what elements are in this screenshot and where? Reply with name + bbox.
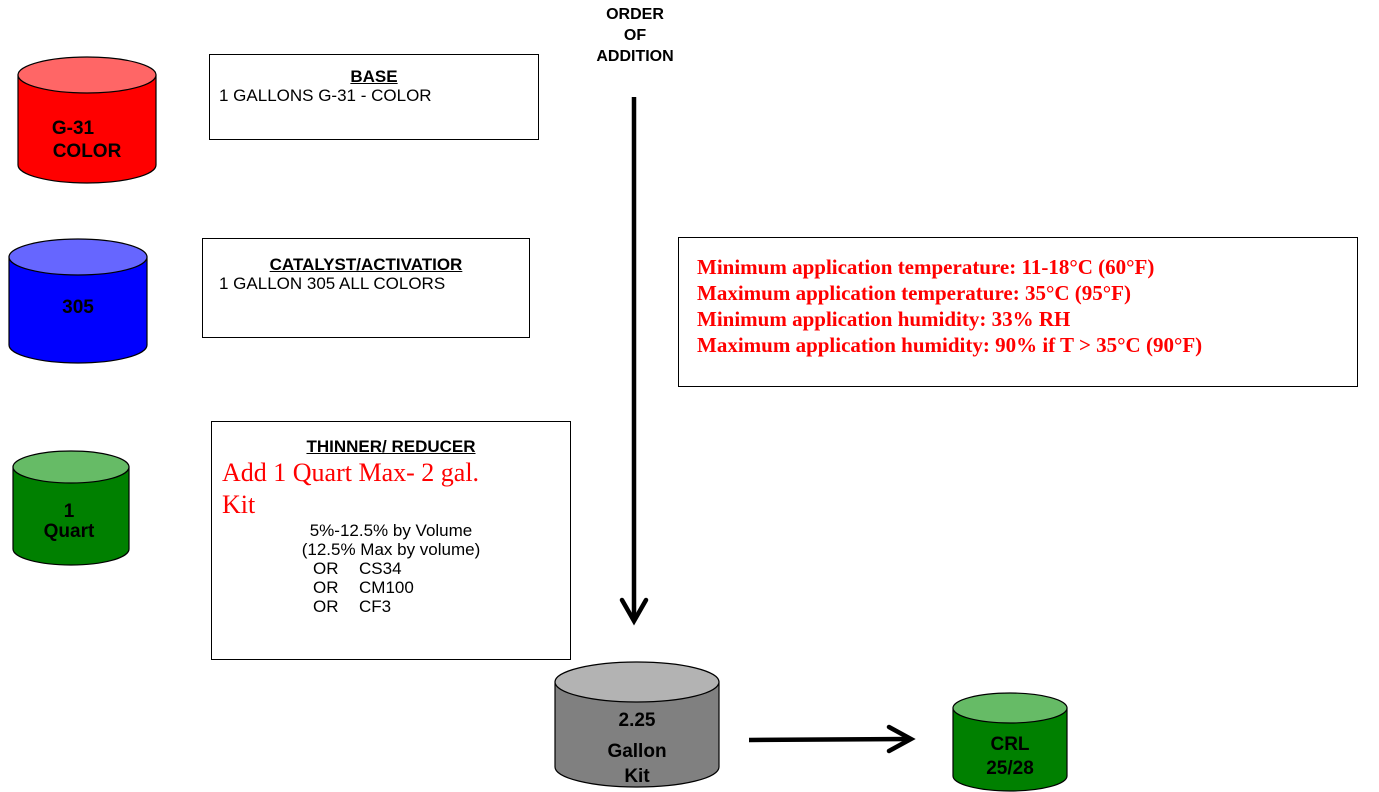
crl-cylinder-label-1: CRL xyxy=(990,734,1029,755)
order-label-line-3: ADDITION xyxy=(596,48,674,65)
condition-min-temperature: Minimum application temperature: 11-18°C… xyxy=(697,255,1155,279)
thinner-cylinder-label-2: Quart xyxy=(44,521,95,542)
catalyst-cylinder-label: 305 xyxy=(62,297,94,318)
thinner-option-row: OR CF3 xyxy=(212,597,570,616)
thinner-box: THINNER/ REDUCER Add 1 Quart Max- 2 gal.… xyxy=(211,421,571,660)
catalyst-cylinder: 305 xyxy=(8,238,148,364)
thinner-cylinder-top xyxy=(12,450,130,484)
kit-cylinder-top xyxy=(554,661,720,703)
catalyst-box-line: 1 GALLON 305 ALL COLORS xyxy=(219,274,446,293)
thinner-cylinder-body xyxy=(12,466,130,566)
order-label-line-1: ORDER xyxy=(606,6,664,23)
order-arrow xyxy=(619,97,649,626)
thinner-add-line-2: Kit xyxy=(222,490,256,519)
base-cylinder-top xyxy=(17,56,157,94)
catalyst-box-title: CATALYST/ACTIVATIOR xyxy=(269,255,463,274)
kit-cylinder: 2.25 Gallon Kit xyxy=(554,661,720,788)
kit-cylinder-label-2: Gallon xyxy=(607,741,666,762)
thinner-option-prefix: OR xyxy=(313,597,339,616)
thinner-option-value: CM100 xyxy=(359,578,414,597)
crl-cylinder-label-2: 25/28 xyxy=(986,758,1034,779)
condition-min-humidity: Minimum application humidity: 33% RH xyxy=(697,307,1071,331)
kit-to-crl-arrow-head xyxy=(886,724,916,754)
base-cylinder: G-31 COLOR xyxy=(17,56,157,184)
crl-cylinder-top xyxy=(952,692,1068,724)
order-label-line-2: OF xyxy=(623,27,647,44)
thinner-box-title: THINNER/ REDUCER xyxy=(306,437,476,456)
thinner-option-row: OR CM100 xyxy=(212,578,570,597)
catalyst-cylinder-body xyxy=(8,256,148,364)
condition-max-temperature: Maximum application temperature: 35°C (9… xyxy=(697,281,1132,305)
thinner-option-prefix: OR xyxy=(313,559,339,578)
kit-cylinder-body xyxy=(554,681,720,788)
catalyst-box: CATALYST/ACTIVATIOR 1 GALLON 305 ALL COL… xyxy=(202,238,530,338)
thinner-option-prefix: OR xyxy=(313,578,339,597)
thinner-max-line: (12.5% Max by volume) xyxy=(301,540,481,559)
application-conditions-box: Minimum application temperature: 11-18°C… xyxy=(678,237,1358,387)
kit-to-crl-arrow-shaft xyxy=(748,736,908,743)
thinner-option-row: OR CS34 xyxy=(212,559,570,578)
base-box-line: 1 GALLONS G-31 - COLOR xyxy=(219,86,432,105)
crl-cylinder-body xyxy=(952,707,1068,792)
catalyst-cylinder-top xyxy=(8,238,148,276)
order-arrow-head xyxy=(619,597,649,626)
base-cylinder-body xyxy=(17,74,157,184)
thinner-add-line-1: Add 1 Quart Max- 2 gal. xyxy=(222,458,480,487)
base-box: BASE 1 GALLONS G-31 - COLOR xyxy=(209,54,539,140)
base-cylinder-label-2: COLOR xyxy=(53,141,122,162)
order-of-addition-label: ORDER OF ADDITION xyxy=(555,4,715,67)
thinner-option-value: CF3 xyxy=(359,597,392,616)
kit-cylinder-label-3: Kit xyxy=(624,766,650,787)
thinner-volume-line: 5%-12.5% by Volume xyxy=(309,521,473,540)
kit-cylinder-label-1: 2.25 xyxy=(619,710,656,731)
crl-cylinder: CRL 25/28 xyxy=(952,692,1068,792)
condition-max-humidity: Maximum application humidity: 90% if T >… xyxy=(697,333,1203,357)
base-box-title: BASE xyxy=(350,67,398,86)
thinner-cylinder-label-1: 1 xyxy=(64,501,75,522)
thinner-option-value: CS34 xyxy=(359,559,402,578)
thinner-cylinder: 1 Quart xyxy=(12,450,130,566)
base-cylinder-label-1: G-31 xyxy=(52,118,95,139)
kit-to-crl-arrow xyxy=(748,724,916,754)
